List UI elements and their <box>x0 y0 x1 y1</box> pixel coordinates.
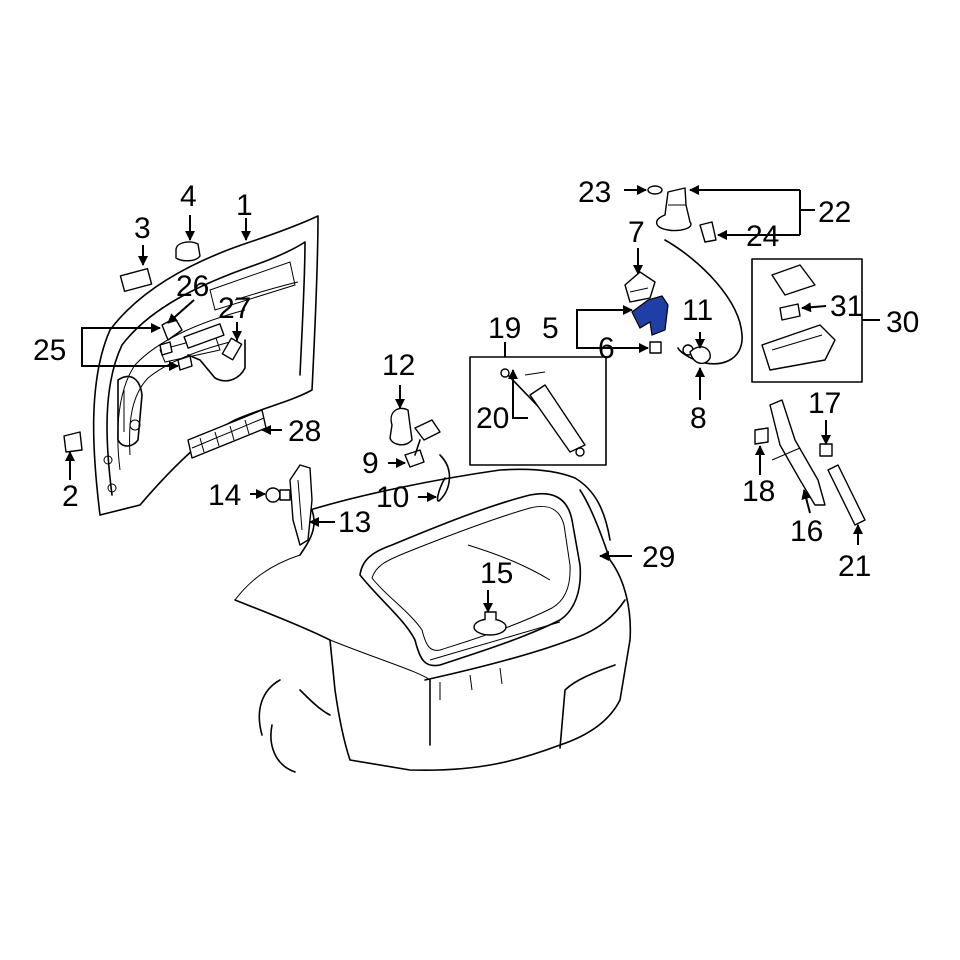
callout-12: 12 <box>382 349 415 382</box>
trunk-lid <box>92 215 319 516</box>
callout-6: 6 <box>598 332 615 365</box>
part-6-nut <box>649 341 662 354</box>
callout-9: 9 <box>362 447 379 480</box>
release-cable <box>187 337 246 382</box>
part-7-latch <box>624 271 656 303</box>
callout-28: 28 <box>288 415 321 448</box>
part-22-jack <box>656 187 692 232</box>
part-8-cable <box>664 239 743 365</box>
callout-16: 16 <box>790 515 823 548</box>
part-17-bumper <box>819 443 833 457</box>
callout-labels: 1 2 3 4 5 6 7 8 9 10 11 12 13 14 15 16 1… <box>33 176 919 590</box>
part-15-retainer <box>473 611 507 636</box>
weatherstrip <box>187 409 267 459</box>
callout-15: 15 <box>480 557 513 590</box>
callout-19: 19 <box>488 312 521 345</box>
car-body <box>234 468 632 773</box>
callout-4: 4 <box>180 180 197 213</box>
callout-31: 31 <box>830 290 863 323</box>
part-23-ring <box>647 185 663 195</box>
callout-26: 26 <box>176 270 209 303</box>
part-21-rod <box>827 464 866 526</box>
callout-24: 24 <box>746 220 779 253</box>
part-12-lock-cover <box>389 407 413 446</box>
callout-30: 30 <box>886 306 919 339</box>
part-13-bracket <box>289 464 313 546</box>
part-18-bolt <box>754 427 769 445</box>
strut-box <box>469 356 607 466</box>
part-5-highlighted <box>631 295 669 336</box>
leader-lines <box>65 185 880 613</box>
callout-7: 7 <box>628 216 645 249</box>
callout-2: 2 <box>62 480 79 513</box>
callout-13: 13 <box>338 506 371 539</box>
callout-25: 25 <box>33 334 66 367</box>
lid-small-parts <box>63 241 225 453</box>
part-11-actuator <box>689 346 711 365</box>
part-16-hinge <box>769 399 826 506</box>
callout-29: 29 <box>642 541 675 574</box>
callout-18: 18 <box>742 475 775 508</box>
part-9-lock-cylinder <box>404 419 441 468</box>
callout-11: 11 <box>682 294 713 327</box>
callout-8: 8 <box>690 402 707 435</box>
callout-5: 5 <box>542 312 559 345</box>
callout-1: 1 <box>236 189 253 222</box>
callout-23: 23 <box>578 176 611 209</box>
callout-21: 21 <box>838 550 871 583</box>
callout-3: 3 <box>134 212 151 245</box>
callout-10: 10 <box>376 481 409 514</box>
callout-14: 14 <box>208 479 241 512</box>
part-10-cable <box>436 454 451 502</box>
part-14-clip <box>265 487 291 503</box>
callout-22: 22 <box>818 196 851 229</box>
callout-17: 17 <box>808 387 841 420</box>
callout-20: 20 <box>476 402 509 435</box>
callout-27: 27 <box>218 292 251 325</box>
lamp-box <box>751 258 863 383</box>
part-24-clip <box>699 221 717 243</box>
